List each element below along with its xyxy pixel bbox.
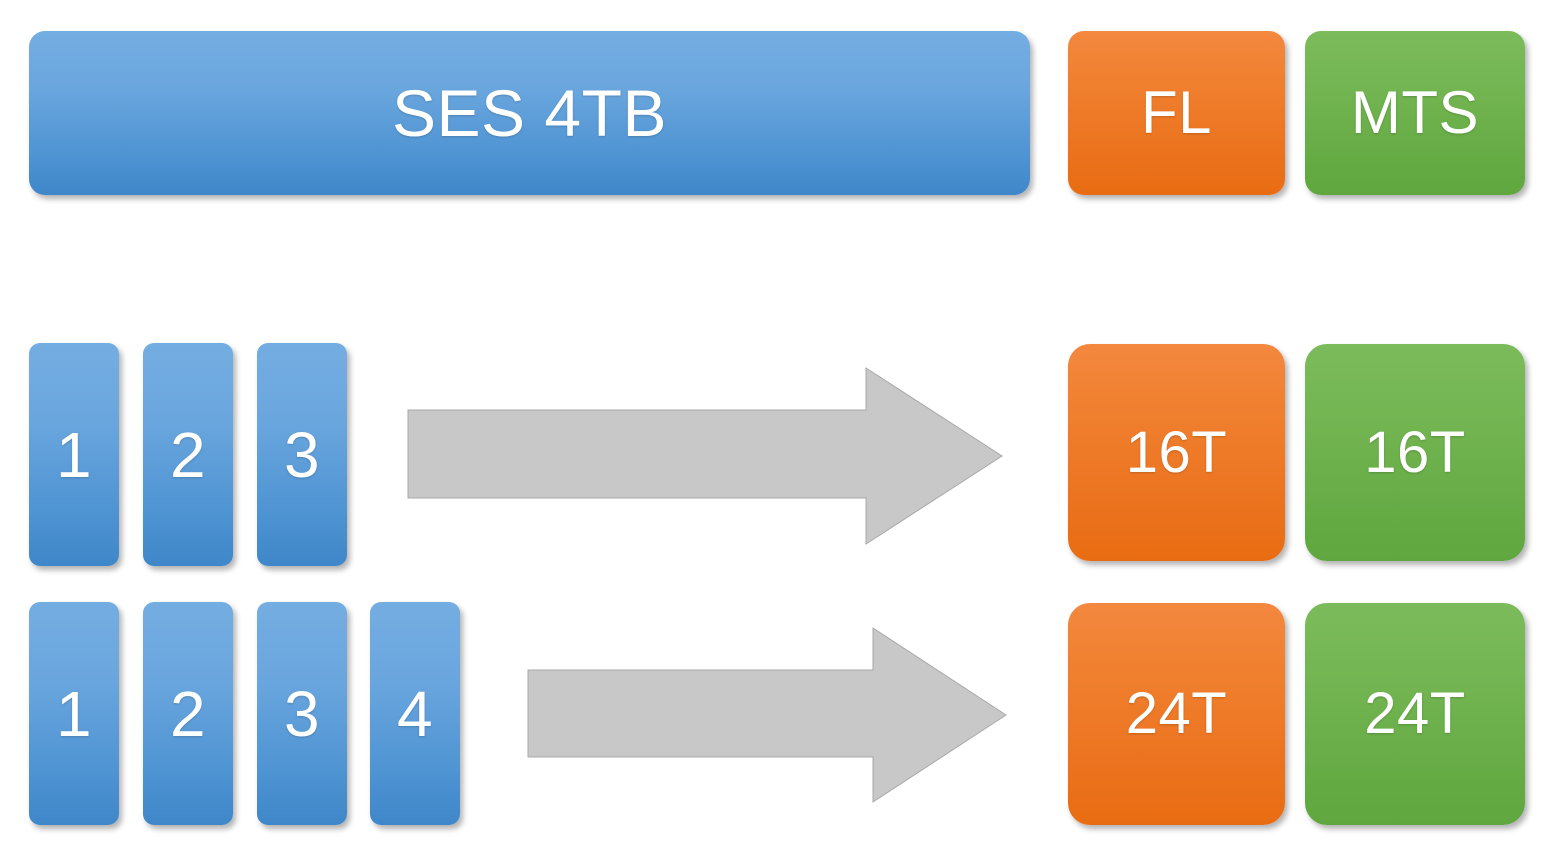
row1-result-green: 16T (1305, 344, 1525, 561)
row2-result-orange: 24T (1068, 603, 1285, 825)
row1-right-arrow-icon (407, 367, 1003, 545)
row2-block-4: 4 (370, 602, 460, 825)
header-tile-mts-label: MTS (1350, 79, 1480, 146)
row1-result-green-label: 16T (1364, 419, 1466, 485)
row2-result-orange-label: 24T (1125, 681, 1228, 746)
row2-block-2: 2 (143, 602, 233, 825)
header-capsule-label: SES 4TB (392, 76, 667, 150)
row1-block-2: 2 (143, 343, 233, 566)
row1-block-2-label: 2 (169, 418, 207, 491)
row2-right-arrow-icon (527, 627, 1007, 803)
row1-result-orange-label: 16T (1125, 419, 1228, 485)
row1-block-1-label: 1 (55, 418, 93, 491)
row2-block-1-label: 1 (55, 677, 93, 750)
row2-block-2-label: 2 (169, 677, 207, 750)
row2-block-4-label: 4 (396, 677, 434, 750)
row1-block-3: 3 (257, 343, 347, 566)
header-tile-fl-label: FL (1140, 79, 1213, 146)
row2-block-1: 1 (29, 602, 119, 825)
row2-block-3-label: 3 (283, 677, 321, 750)
header-capsule-ses-4tb: SES 4TB (29, 31, 1030, 195)
row1-block-1: 1 (29, 343, 119, 566)
header-tile-fl: FL (1068, 31, 1285, 195)
row2-block-3: 3 (257, 602, 347, 825)
row2-result-green: 24T (1305, 603, 1525, 825)
row1-block-3-label: 3 (283, 418, 321, 491)
row1-result-orange: 16T (1068, 344, 1285, 561)
header-tile-mts: MTS (1305, 31, 1525, 195)
row2-result-green-label: 24T (1364, 681, 1466, 746)
